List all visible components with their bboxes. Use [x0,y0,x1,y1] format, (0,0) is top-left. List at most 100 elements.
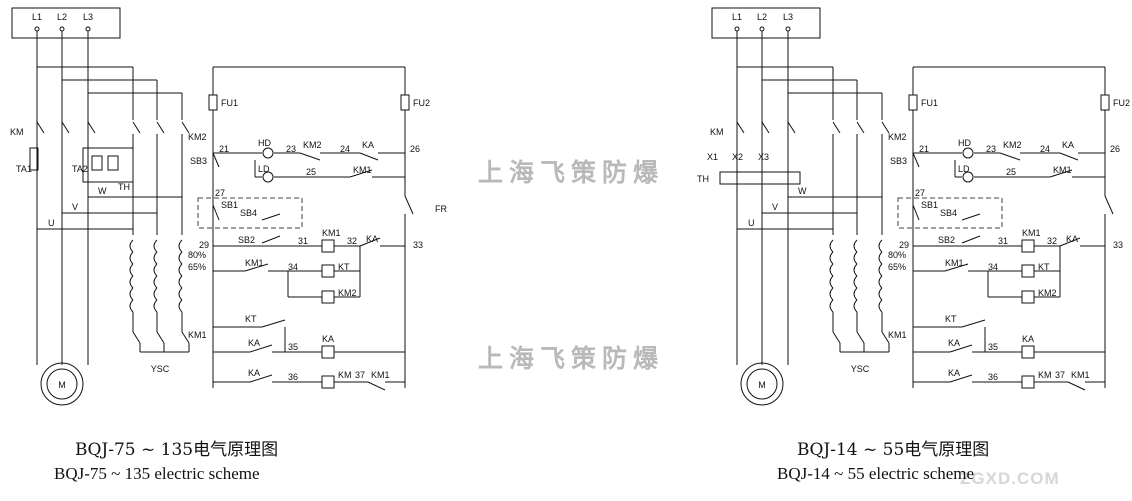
x3-label: X3 [758,152,769,162]
hd-label: HD [958,138,971,148]
sb3-label: SB3 [890,156,907,166]
ka-r6-contact [949,344,973,353]
km2-contact-3 [181,121,190,134]
node-33: 33 [413,240,423,250]
km2-r1-label: KM2 [1003,140,1022,150]
trafo-coil-3-0 [878,239,883,253]
node-34: 34 [988,262,998,272]
trafo-coil-3-5 [178,299,183,313]
motor [740,362,784,406]
node-33: 33 [1113,240,1123,250]
node-21: 21 [919,144,929,154]
km1-contact-1 [132,331,141,344]
trafo-coil-3-5 [878,299,883,313]
trafo-coil-2-1 [853,251,858,265]
w-label: W [798,186,807,196]
th-element-2 [107,155,119,171]
th-label: TH [697,174,709,184]
fu1-label: FU1 [921,98,938,108]
left-caption-cn: BQJ-75 ~ 135电气原理图 [75,440,278,460]
fu1 [908,94,918,111]
node-24: 24 [340,144,350,154]
node-35: 35 [288,342,298,352]
kt-coil [1021,264,1035,278]
km1-coil-label: KM1 [1022,228,1041,238]
phase-label-l2: L2 [757,12,767,22]
trafo-coil-2-2 [853,263,858,277]
sb3-contact [212,152,220,168]
sb2-contact [261,235,281,244]
trafo-coil-3-1 [178,251,183,265]
fr-label: FR [435,204,447,214]
ld-lamp [262,171,274,183]
v-label: V [72,202,78,212]
sb4-contact [261,213,281,221]
sb1-contact [912,204,920,221]
tap-80-label: 80% [888,250,906,260]
km-contact-1 [36,121,45,134]
sb1-label: SB1 [221,200,238,210]
trafo-coil-2-0 [853,239,858,253]
ka-r6-label: KA [248,338,260,348]
km2-contact-1 [132,121,141,134]
kt-r5-label: KT [245,314,257,324]
ka-coil [321,345,335,359]
fu2-label: FU2 [1113,98,1130,108]
node-25: 25 [306,167,316,177]
km-contact-2 [761,121,770,134]
sb2-label: SB2 [238,235,255,245]
trafo-coil-2-4 [153,287,158,301]
km1-r2-contact [349,169,373,178]
km1-coil [1021,239,1035,253]
tap-65-label: 65% [888,262,906,272]
trafo-coil-1-0 [829,239,834,253]
node-32: 32 [347,236,357,246]
phase-label-l2: L2 [57,12,67,22]
fu2 [400,94,410,111]
trafo-coil-1-3 [129,275,134,289]
fu1 [208,94,218,111]
motor-label: M [58,380,66,390]
motor-inner [46,368,78,400]
km2-coil-label: KM2 [338,288,357,298]
sb2-label: SB2 [938,235,955,245]
phase-label-l1: L1 [732,12,742,22]
km2-top-label: KM2 [888,132,907,142]
km1-contact-2 [856,331,865,344]
node-23: 23 [286,144,296,154]
phase-label-l1: L1 [32,12,42,22]
km1-r7-label: KM1 [371,370,390,380]
kt-coil-label: KT [338,262,350,272]
tap-65-label: 65% [188,262,206,272]
fr-contact [404,195,414,215]
km-contact-3 [787,121,796,134]
node-35: 35 [988,342,998,352]
trafo-coil-3-0 [178,239,183,253]
sb3-contact [912,152,920,168]
hd-label: HD [258,138,271,148]
km2-r1-label: KM2 [303,140,322,150]
trafo-coil-1-0 [129,239,134,253]
left-caption-en: BQJ-75 ~ 135 electric scheme [54,464,260,483]
km1-r4-contact [944,263,969,272]
ka-r7-contact [949,374,973,383]
trafo-coil-2-3 [153,275,158,289]
ta2-box [82,147,134,183]
km1-bottom-label: KM1 [888,330,907,340]
motor [40,362,84,406]
km1-contact-3 [881,331,890,344]
ta1-label: TA1 [16,164,32,174]
v-label: V [772,202,778,212]
motor-inner [746,368,778,400]
sb1-label: SB1 [921,200,938,210]
ka-r7-label: KA [948,368,960,378]
ka-coil [1021,345,1035,359]
km2-coil [1021,290,1035,304]
ka-r1-label: KA [1062,140,1074,150]
node-32: 32 [1047,236,1057,246]
km2-contact-1 [832,121,841,134]
phase-terminal-l1 [34,26,40,32]
km2-coil [321,290,335,304]
trafo-coil-1-1 [829,251,834,265]
